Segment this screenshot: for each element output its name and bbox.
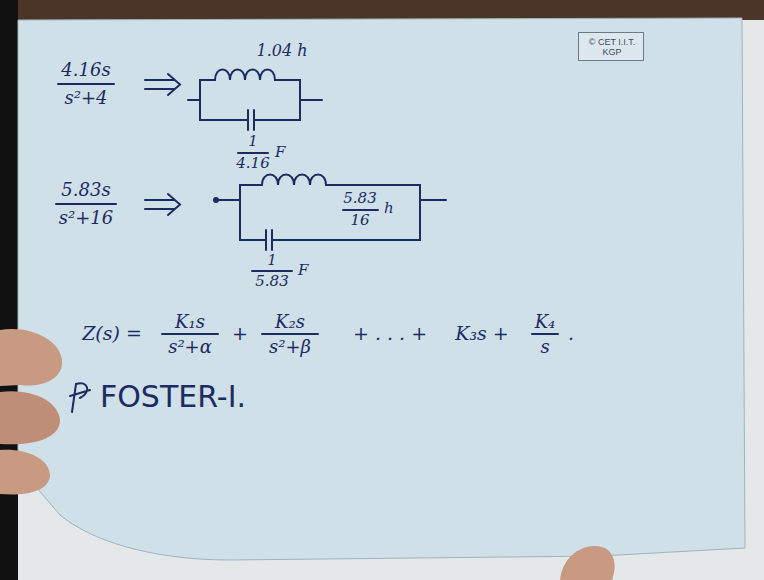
fraction-numerator: K₁s [175,312,205,332]
fraction-bar [262,333,318,335]
fraction-bar [162,333,218,335]
method-title: FOSTER-I. [100,380,246,413]
equation-operator: + [232,323,248,344]
equation-term: K₃s + [455,323,509,344]
inductor-symbol [215,70,275,81]
stamp-text: © CET I.I.T. KGP [584,37,640,58]
fraction-bar [238,152,268,154]
inductor-symbol [262,175,326,186]
equation-term: + . . . + [353,323,427,344]
fraction-denominator: 16 [350,212,369,229]
capacitor-symbol [248,110,254,130]
fraction-numerator: K₂s [275,312,305,332]
top-frame [0,0,764,20]
fraction-numerator: 1 [267,252,277,269]
fraction-numerator: K₄ [535,312,556,332]
fraction-denominator: s²+16 [59,208,113,228]
fraction-bar [252,270,292,272]
copyright-stamp: © CET I.I.T. KGP [578,32,644,61]
fraction-bar [343,209,378,211]
fraction-bar [58,83,114,85]
equation-term: . [568,323,574,344]
fraction-numerator: 5.83s [61,180,110,200]
hand [0,329,62,386]
fraction-denominator: 4.16 [236,155,269,172]
hand [560,546,615,580]
paper-sheet [18,18,745,560]
implies-arrow [145,194,180,215]
hand [0,391,60,444]
fraction-numerator: 1 [248,133,258,150]
implies-arrow [145,74,180,95]
fraction-bar [56,203,116,205]
unit-label: F [275,144,285,161]
fraction-numerator: 5.83 [343,190,376,207]
fraction-denominator: 5.83 [255,273,288,290]
fraction-denominator: s²+α [168,337,212,357]
circuit-wire [216,185,446,240]
scribble [70,383,90,412]
fraction-denominator: s²+4 [65,88,108,108]
hand [0,450,50,495]
fraction-denominator: s [540,337,549,357]
unit-label: F [298,262,308,279]
inductance-value: 1.04 h [256,42,307,60]
capacitor-symbol [266,230,272,250]
fraction-bar [532,333,558,335]
fraction-denominator: s²+β [269,337,311,357]
equation-term: Z(s) = [82,323,142,344]
fraction-numerator: 4.16s [61,60,110,80]
unit-label: h [384,200,394,217]
